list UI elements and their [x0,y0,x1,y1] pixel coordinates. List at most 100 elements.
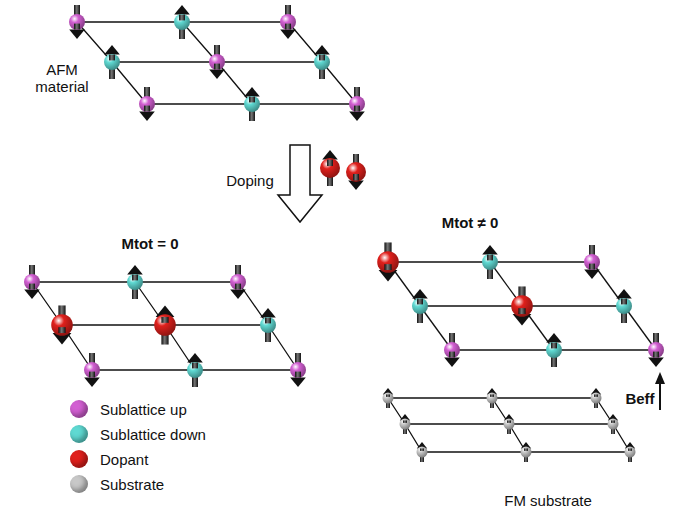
atom [209,54,225,70]
spin-rod [384,264,391,270]
atom [546,342,562,358]
lattice [69,5,365,121]
spin-rod [354,106,360,112]
atom [400,419,411,430]
spin-rod [249,97,255,103]
legend-text: Substrate [100,476,164,493]
lattice-line [238,282,298,370]
atom [412,298,428,314]
field-arrow [659,382,661,410]
lattice-line [490,262,554,350]
atom [417,447,428,458]
spin-head [482,245,498,255]
spin-rod [327,160,333,166]
legend-text: Sublattice up [100,401,187,418]
legend-item: Substrate [70,475,164,493]
atom [244,96,260,112]
spin-rod [403,420,407,423]
field-arrow-head [655,372,665,384]
spin-head [230,289,246,299]
spin-rod [524,448,528,451]
atom [487,393,498,404]
atom [591,393,602,404]
spin-head [244,87,260,97]
atom [290,362,306,378]
legend-swatch [70,475,88,493]
lattice-line [596,398,630,452]
spin-rod [74,24,80,30]
legend-text: Dopant [100,451,148,468]
atom [625,447,636,458]
lattice-line [288,22,357,104]
spin-rod [386,394,390,397]
spin-rod [621,299,627,305]
atom [230,274,246,290]
atom [377,251,399,273]
atom [260,317,276,333]
atom [154,314,176,336]
atom [51,314,73,336]
field-label: Beff [625,390,654,407]
magnetization-label: Mtot = 0 [121,235,178,252]
legend-swatch [70,450,88,468]
spin-rod [58,327,65,333]
spin-rod [285,24,291,30]
lattice-line [135,282,195,370]
atom [584,254,600,270]
process-label: Doping [226,172,274,189]
lattice-line [388,398,422,452]
spin-head [616,289,632,299]
atom [349,96,365,112]
atom [139,96,155,112]
spin-rod [265,318,271,324]
spin-head [412,289,428,299]
atom [320,158,340,178]
spin-head [290,377,306,387]
spin-head [209,69,225,79]
lattice-line [32,282,92,370]
legend-item: Dopant [70,450,148,468]
spin-rod [89,372,95,378]
spin-head [584,269,600,279]
atom [648,342,664,358]
spin-head [104,45,120,55]
spin-rod [628,448,632,451]
legend-item: Sublattice down [70,425,206,443]
spin-head [280,29,296,39]
spin-head [139,111,155,121]
spin-rod [653,352,659,358]
spin-head [260,308,276,318]
lattice-line [388,262,452,350]
lattice [24,265,306,387]
atom [383,393,394,404]
spin-rod [589,264,595,270]
spin-rod [420,448,424,451]
spin-rod [132,275,138,281]
atom [314,54,330,70]
atom [511,295,533,317]
lattice [383,388,636,462]
spin-rod [417,299,423,305]
atom [346,162,366,182]
lattice-line [492,398,526,452]
lattice-line [182,22,252,104]
atom [504,419,515,430]
spin-rod [319,55,325,61]
spin-rod [161,317,168,323]
spin-rod [449,352,455,358]
spin-head [444,357,460,367]
atom [521,447,532,458]
atom [174,14,190,30]
legend-item: Sublattice up [70,400,187,418]
spin-rod [295,372,301,378]
atom [187,362,203,378]
atom [280,14,296,30]
spin-head [314,45,330,55]
spin-rod [551,343,557,349]
atom [482,254,498,270]
doping-arrow [278,145,322,222]
lattice [377,242,664,367]
atom [444,342,460,358]
